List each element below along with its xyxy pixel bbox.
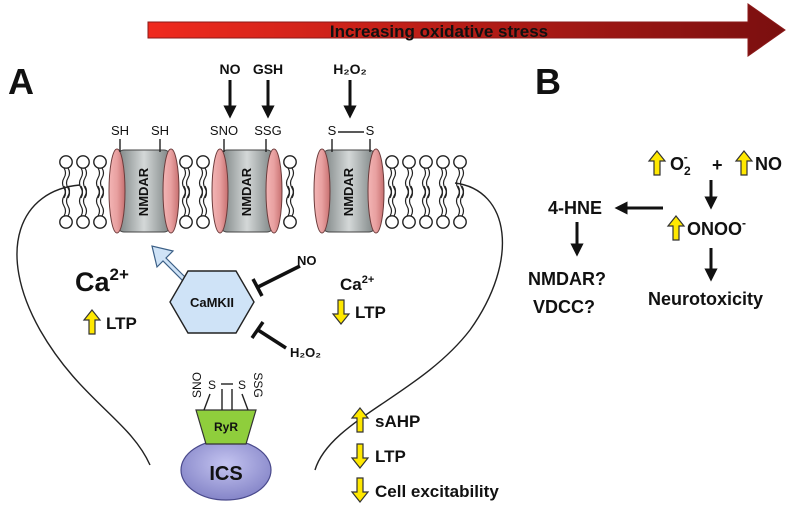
target-nmdar-label: NMDAR? bbox=[528, 269, 606, 289]
input-no-label: NO bbox=[220, 61, 241, 77]
ltp-down-arrow-icon bbox=[332, 299, 350, 325]
ryr-label: RyR bbox=[214, 420, 238, 434]
effect-excitability-label: Cell excitability bbox=[375, 482, 499, 501]
lipid-head-inner-2 bbox=[93, 185, 107, 229]
ryr-channel bbox=[195, 409, 257, 445]
no-inhibition-bar bbox=[251, 278, 264, 297]
lipid-head-inner-7 bbox=[402, 185, 416, 229]
effect-ltp-label: LTP bbox=[375, 447, 406, 466]
nmdar-receptor-1 bbox=[108, 139, 180, 234]
nmdar1-left-group: SH bbox=[111, 123, 129, 138]
nmdar-label-3: NMDAR bbox=[341, 167, 356, 216]
ryr-left-link bbox=[203, 393, 211, 411]
ltp-down-label: LTP bbox=[355, 303, 386, 322]
inhibitor-no-label: NO bbox=[297, 253, 317, 268]
neurotoxicity-label: Neurotoxicity bbox=[648, 289, 763, 309]
input-gsh-label: GSH bbox=[253, 61, 283, 77]
nmdar-receptor-3 bbox=[313, 131, 385, 234]
nmdar-label-1: NMDAR bbox=[136, 167, 151, 216]
onoo-label: ONOO- bbox=[687, 216, 746, 239]
cell-membrane-left bbox=[16, 184, 151, 466]
ltp-up-label: LTP bbox=[106, 314, 137, 333]
lipid-head-inner-9 bbox=[436, 185, 450, 229]
sahp-up-arrow-icon bbox=[351, 407, 369, 433]
lipid-head-inner-8 bbox=[419, 185, 433, 229]
no-inhibition-line bbox=[257, 264, 301, 289]
nmdar2-right-group: SSG bbox=[254, 123, 281, 138]
inhibitor-h2o2-label: H₂O₂ bbox=[290, 345, 321, 360]
input-h2o2-label: H₂O₂ bbox=[333, 61, 366, 77]
effect-sahp-label: sAHP bbox=[375, 412, 420, 431]
ca-small: Ca2+ bbox=[340, 274, 374, 294]
lipid-head-inner-10 bbox=[453, 185, 467, 229]
ltp-effect-down-arrow-icon bbox=[351, 443, 369, 469]
h2o2-inhibition-line bbox=[257, 328, 287, 350]
superoxide-label: O2- bbox=[670, 150, 691, 178]
nmdar-label-2: NMDAR bbox=[239, 167, 254, 216]
panel-b-no-label: NO bbox=[755, 154, 782, 174]
lipid-head-inner-5 bbox=[283, 185, 297, 229]
panel-a-label: A bbox=[8, 61, 34, 102]
oxidative-stress-label: Increasing oxidative stress bbox=[330, 22, 548, 41]
lipid-head-inner-3 bbox=[179, 185, 193, 229]
nmdar1-right-group: SH bbox=[151, 123, 169, 138]
lipid-head-inner-0 bbox=[59, 185, 73, 229]
ryr-bridge-left: S bbox=[208, 378, 216, 392]
plus-sign: + bbox=[712, 155, 723, 175]
ryr-bridge-right: S bbox=[238, 378, 246, 392]
lipid-head-inner-1 bbox=[76, 185, 90, 229]
ltp-up-arrow-icon bbox=[83, 309, 101, 335]
lipid-head-inner-6 bbox=[385, 185, 399, 229]
ca-large: Ca2+ bbox=[75, 265, 129, 297]
camkii-label: CaMKII bbox=[190, 295, 234, 310]
nmdar3-right-group: S bbox=[366, 123, 375, 138]
h2o2-inhibition-bar bbox=[250, 321, 265, 339]
ics-label: ICS bbox=[209, 463, 242, 485]
lipid-head-inner-4 bbox=[196, 185, 210, 229]
excitability-down-arrow-icon bbox=[351, 477, 369, 503]
nmdar2-left-group: SNO bbox=[210, 123, 238, 138]
ryr-right-link bbox=[241, 393, 249, 411]
superoxide-up-arrow-icon bbox=[648, 150, 666, 176]
nmdar3-left-group: S bbox=[328, 123, 337, 138]
ryr-right-group: SSG bbox=[251, 372, 265, 397]
nmdar-receptor-2 bbox=[211, 139, 283, 234]
panel-b-label: B bbox=[535, 61, 561, 102]
oxidative-stress-arrow bbox=[147, 3, 786, 57]
hne-label: 4-HNE bbox=[548, 198, 602, 218]
camkii-hexagon bbox=[169, 270, 255, 334]
ryr-left-group: SNO bbox=[190, 372, 204, 398]
cell-membrane-right bbox=[314, 182, 504, 471]
camkii-to-nmdar-arrow bbox=[151, 245, 187, 282]
target-vdcc-label: VDCC? bbox=[533, 297, 595, 317]
onoo-up-arrow-icon bbox=[667, 215, 685, 241]
no-up-arrow-icon bbox=[735, 150, 753, 176]
